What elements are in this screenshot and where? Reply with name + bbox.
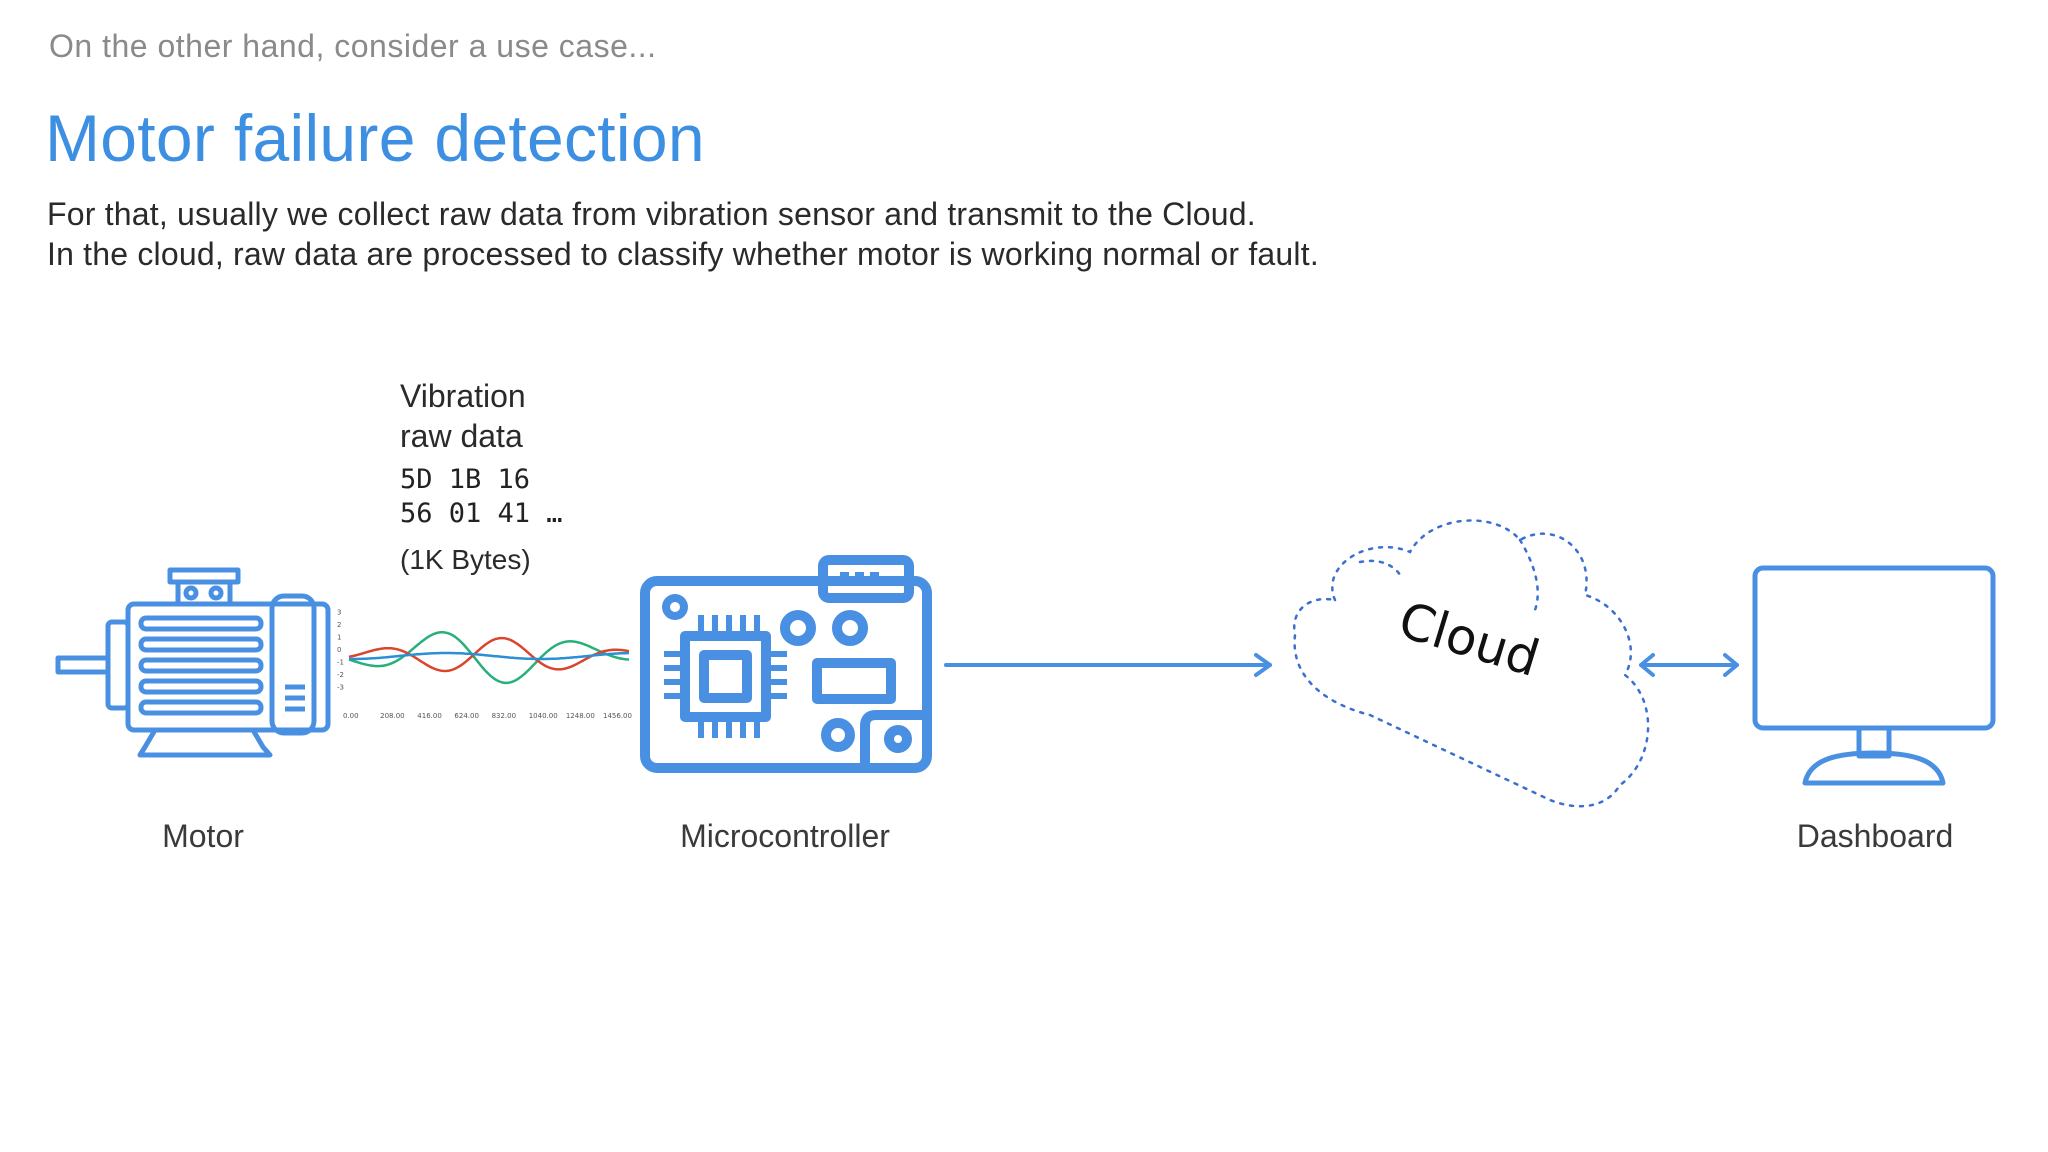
microcontroller-label: Microcontroller [680, 818, 890, 854]
arrow-to-cloud [944, 653, 1272, 677]
description-line-2: In the cloud, raw data are processed to … [47, 236, 1319, 272]
vibration-label-line-2: raw data [400, 418, 523, 454]
x-tick-label: 0.00 [343, 712, 359, 720]
y-tick-label: 2 [337, 621, 341, 629]
y-tick-label: 0 [337, 646, 341, 654]
slide-title: Motor failure detection [45, 101, 705, 175]
dashboard-label: Dashboard [1796, 818, 1954, 854]
x-tick-label: 832.00 [492, 712, 517, 720]
waveform-series-line [349, 651, 629, 661]
microcontroller-icon [640, 555, 932, 773]
y-tick-label: 3 [337, 609, 341, 617]
vibration-waveform-chart: 3 2 1 0 -1 -2 -3 0.00 208.00 416.00 624.00 832.00 1… [337, 609, 632, 721]
x-tick-label: 416.00 [417, 712, 442, 720]
x-tick-label: 624.00 [454, 712, 479, 720]
vibration-label-line-1: Vibration [400, 378, 526, 414]
x-tick-label: 1248.00 [566, 712, 595, 720]
data-size-label: (1K Bytes) [400, 544, 531, 575]
x-tick-label: 1456.00 [603, 712, 632, 720]
description-line-1: For that, usually we collect raw data fr… [47, 196, 1256, 232]
motor-icon [55, 567, 331, 758]
slide-subtitle: On the other hand, consider a use case..… [49, 28, 657, 64]
y-tick-label: -1 [337, 659, 344, 667]
waveform-series-line [348, 636, 630, 673]
y-tick-label: 1 [337, 634, 341, 642]
y-tick-label: -3 [337, 684, 344, 692]
waveform-series-line [348, 631, 630, 685]
hex-data-line-2: 56 01 41 … [400, 498, 563, 529]
x-tick-label: 1040.00 [529, 712, 558, 720]
dashboard-monitor-icon [1752, 565, 1996, 786]
cloud-label: Cloud [1392, 591, 1546, 688]
cloud-icon: Cloud [1292, 519, 1650, 808]
hex-data-line-1: 5D 1B 16 [400, 464, 531, 495]
bidirectional-arrow [1639, 653, 1739, 677]
motor-label: Motor [162, 818, 244, 854]
x-tick-label: 208.00 [380, 712, 405, 720]
y-tick-label: -2 [337, 671, 344, 679]
